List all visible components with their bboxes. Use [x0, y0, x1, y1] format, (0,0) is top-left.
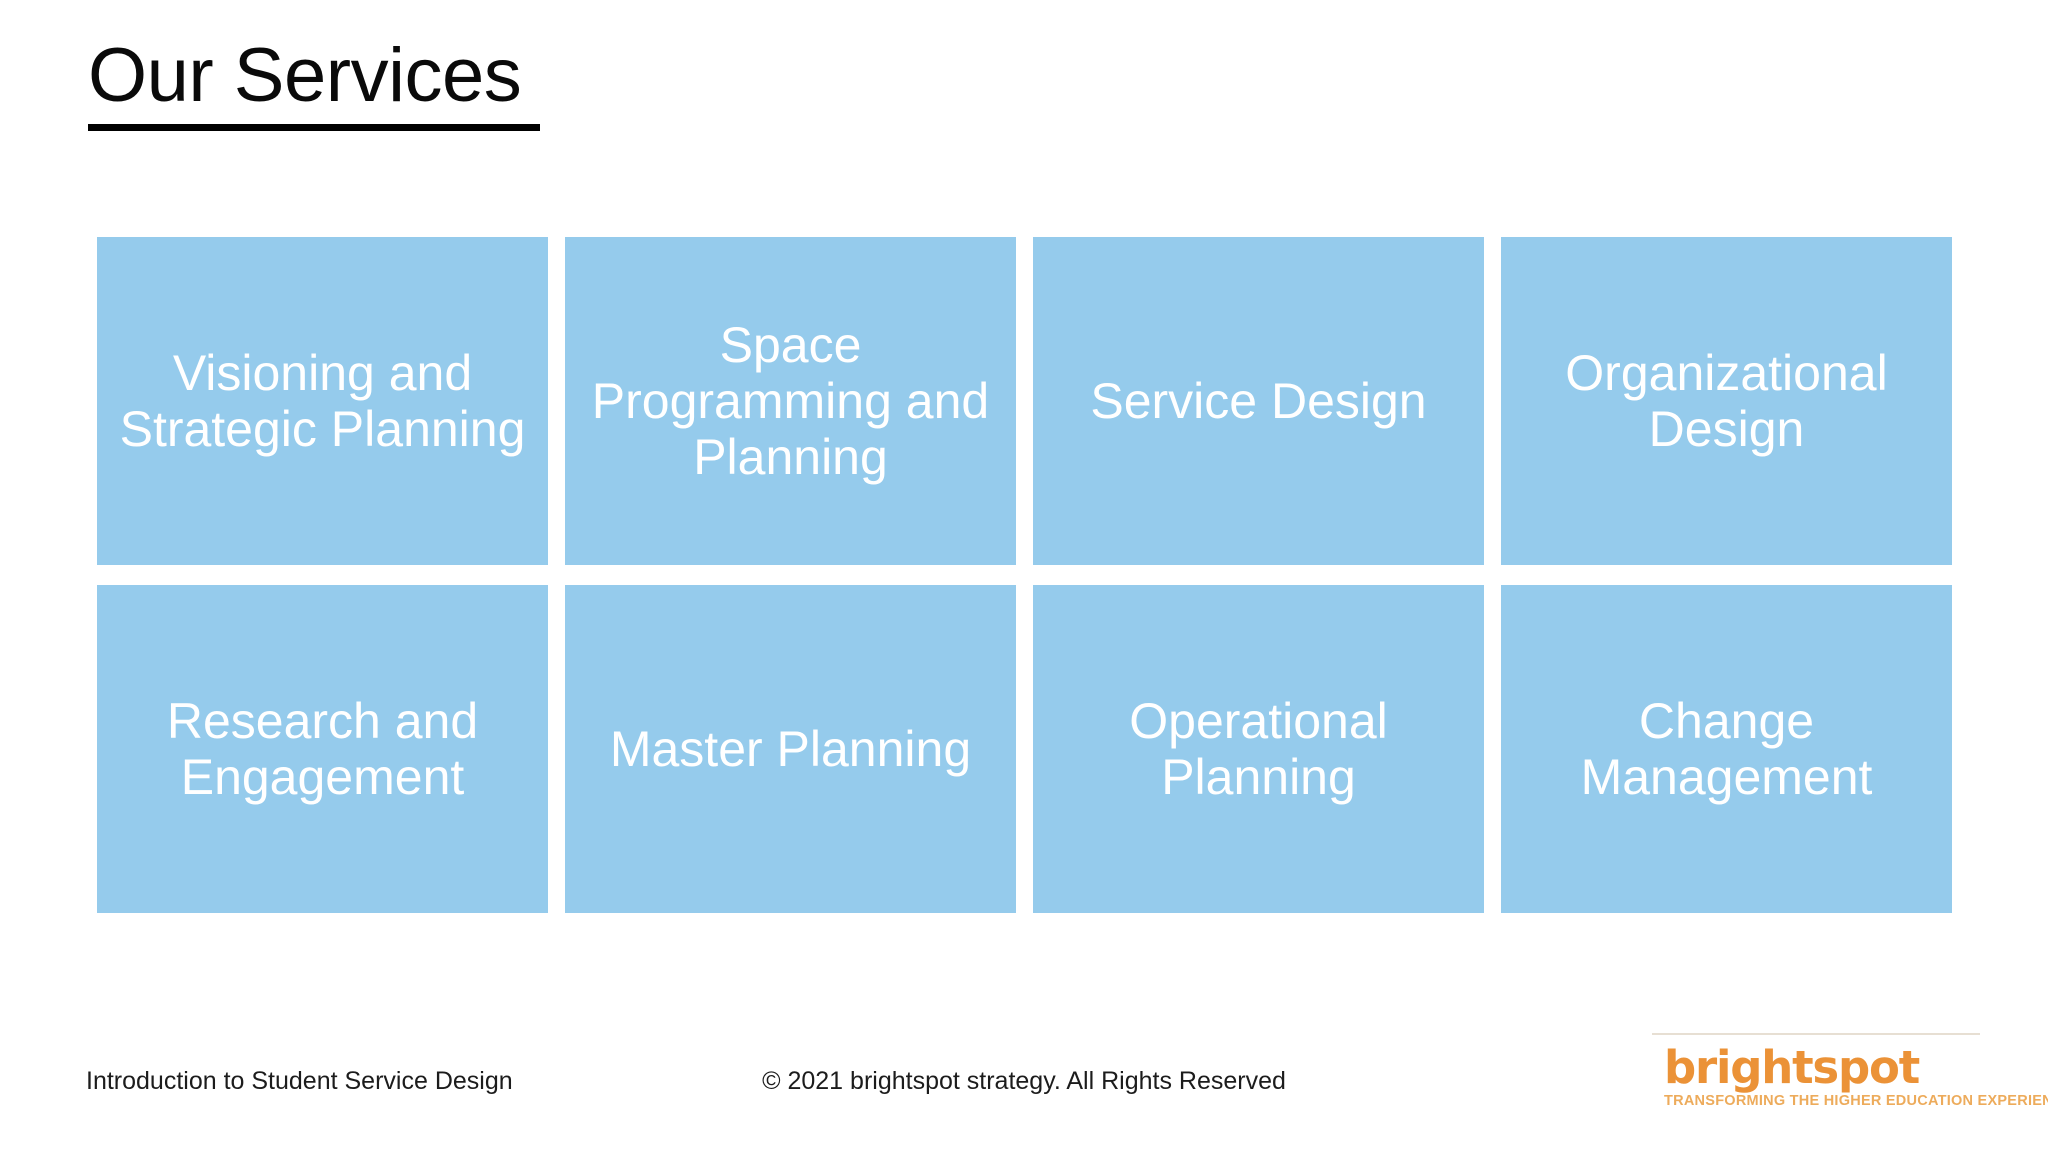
service-card-label: Visioning and Strategic Planning: [119, 345, 526, 457]
service-card-research-and-engagement[interactable]: Research and Engagement: [97, 585, 548, 913]
service-card-organizational-design[interactable]: Organizational Design: [1501, 237, 1952, 565]
page-title-block: Our Services: [88, 38, 540, 131]
service-card-visioning-and-strategic-planning[interactable]: Visioning and Strategic Planning: [97, 237, 548, 565]
slide-footer: Introduction to Student Service Design ©…: [0, 1033, 2048, 1115]
brightspot-wordmark: brightspot: [1664, 1041, 1920, 1094]
service-card-change-management[interactable]: Change Management: [1501, 585, 1952, 913]
service-card-label: Space Programming and Planning: [591, 317, 990, 485]
service-card-master-planning[interactable]: Master Planning: [565, 585, 1016, 913]
services-grid: Visioning and Strategic Planning Space P…: [97, 237, 1952, 913]
brightspot-logo: brightspot TRANSFORMING THE HIGHER EDUCA…: [1652, 1033, 2048, 1109]
service-card-label: Operational Planning: [1129, 693, 1388, 805]
service-card-service-design[interactable]: Service Design: [1033, 237, 1484, 565]
title-underline-rule: [88, 124, 540, 131]
footer-deck-name: Introduction to Student Service Design: [86, 1067, 513, 1095]
footer-copyright: © 2021 brightspot strategy. All Rights R…: [762, 1067, 1286, 1095]
service-card-label: Organizational Design: [1565, 345, 1888, 457]
service-card-label: Change Management: [1580, 693, 1873, 805]
service-card-operational-planning[interactable]: Operational Planning: [1033, 585, 1484, 913]
service-card-label: Master Planning: [609, 721, 972, 777]
service-card-label: Service Design: [1090, 373, 1427, 429]
page-title: Our Services: [88, 33, 522, 118]
service-card-space-programming-and-planning[interactable]: Space Programming and Planning: [565, 237, 1016, 565]
brightspot-tagline: TRANSFORMING THE HIGHER EDUCATION EXPERI…: [1664, 1093, 2048, 1109]
service-card-label: Research and Engagement: [166, 693, 479, 805]
